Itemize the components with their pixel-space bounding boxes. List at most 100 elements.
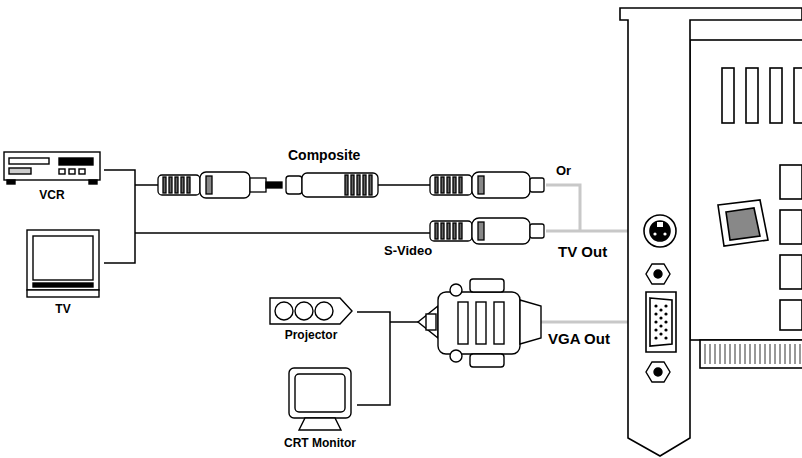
graphics-card	[794, 68, 802, 123]
device-node: CRT Monitor	[283, 366, 357, 450]
tv-icon	[25, 228, 101, 300]
mini-din-plug	[459, 177, 462, 193]
projector-icon	[275, 302, 293, 320]
vga-plug	[476, 302, 486, 344]
mini-din-plug	[430, 175, 472, 195]
mini-din-plug	[530, 224, 544, 238]
mini-din-plug	[472, 218, 530, 244]
graphics-card	[770, 68, 782, 123]
device-label: Projector	[285, 329, 338, 342]
device-label: CRT Monitor	[284, 437, 356, 450]
vga-port	[659, 324, 662, 327]
edge-contacts	[774, 344, 775, 364]
vga-port	[664, 336, 667, 339]
screw-hole	[654, 368, 662, 376]
edge-contacts	[709, 344, 710, 364]
device-wire	[135, 232, 430, 234]
vga-plug	[520, 300, 541, 344]
graphics-card	[620, 8, 802, 456]
mini-din-plug	[459, 223, 462, 239]
edge-contacts	[784, 344, 785, 364]
projector-icon	[315, 302, 333, 320]
edge-contacts	[754, 344, 755, 364]
vga-port	[654, 312, 657, 315]
s-video-port	[644, 215, 676, 247]
edge-contacts	[759, 344, 760, 364]
vga-port	[659, 308, 662, 311]
rca-adapter	[286, 173, 378, 197]
edge-contacts	[705, 344, 800, 364]
device-wire	[104, 170, 135, 263]
device-wire	[378, 184, 430, 186]
vga-port	[646, 292, 676, 352]
vga-plug	[470, 354, 504, 367]
device-wire	[135, 184, 158, 186]
rca-plug	[163, 177, 190, 193]
projector-icon	[295, 302, 313, 320]
graphics-card	[780, 255, 802, 289]
s-video-port	[644, 215, 676, 247]
vga-port	[650, 298, 672, 346]
mini-din-plug	[478, 176, 484, 194]
vga-plug	[438, 292, 520, 354]
edge-contacts	[779, 344, 780, 364]
device-node: Projector	[268, 296, 354, 342]
device-label: VCR	[39, 189, 64, 202]
vga-plug	[426, 314, 436, 330]
vga-plug	[418, 306, 438, 338]
rca-plug	[175, 177, 178, 193]
vcr-icon	[89, 180, 97, 184]
rca-plug	[158, 175, 200, 195]
vga-plug	[470, 279, 504, 292]
rca-plug	[206, 176, 212, 194]
edge-contacts	[744, 344, 745, 364]
edge-contacts	[704, 344, 705, 364]
crt-monitor-icon	[283, 366, 357, 434]
port-name: VGA Out	[548, 330, 610, 347]
s-video-port	[650, 221, 670, 241]
mini-din-plug	[435, 223, 462, 239]
vga-plug	[450, 284, 462, 296]
vga-port	[654, 304, 667, 339]
vga-port	[664, 328, 667, 331]
vga-port	[659, 332, 662, 335]
vcr-icon	[59, 158, 93, 165]
rca-plug	[250, 178, 266, 192]
mini-din-plug	[441, 177, 444, 193]
port-name: TV Out	[558, 243, 607, 260]
rca-plug	[266, 182, 282, 188]
mini-din-plug	[435, 223, 438, 239]
mini-din-plug	[435, 177, 438, 193]
graphics-card	[780, 300, 802, 330]
vcr-icon	[4, 152, 100, 180]
tv-icon	[27, 290, 99, 297]
cable-name: Composite	[288, 147, 360, 163]
rca-adapter	[357, 175, 360, 195]
graphics-card	[746, 68, 758, 123]
crt-monitor-icon	[295, 374, 345, 412]
s-video-port	[657, 222, 663, 227]
vcr-icon	[9, 158, 49, 164]
vga-port	[646, 292, 676, 352]
vga-port	[659, 316, 662, 319]
vcr-icon	[79, 169, 85, 174]
vcr-icon	[69, 169, 75, 174]
device-label: TV	[55, 303, 70, 316]
graphics-card	[718, 200, 768, 246]
mini-din-plug	[441, 223, 444, 239]
mini-din-plug	[447, 223, 450, 239]
s-video-port	[653, 232, 656, 235]
edge-contacts	[739, 344, 740, 364]
rca-adapter	[345, 175, 372, 195]
mini-din-plug	[453, 177, 456, 193]
mini-din-plug	[430, 221, 472, 241]
vga-plug	[458, 302, 468, 344]
rca-plug	[187, 177, 190, 193]
rca-plug	[200, 172, 250, 198]
rca-plug	[181, 177, 184, 193]
rca-adapter	[369, 175, 372, 195]
vga-port	[664, 320, 667, 323]
vcr-icon	[9, 168, 31, 174]
cable-name: S-Video	[384, 244, 432, 259]
